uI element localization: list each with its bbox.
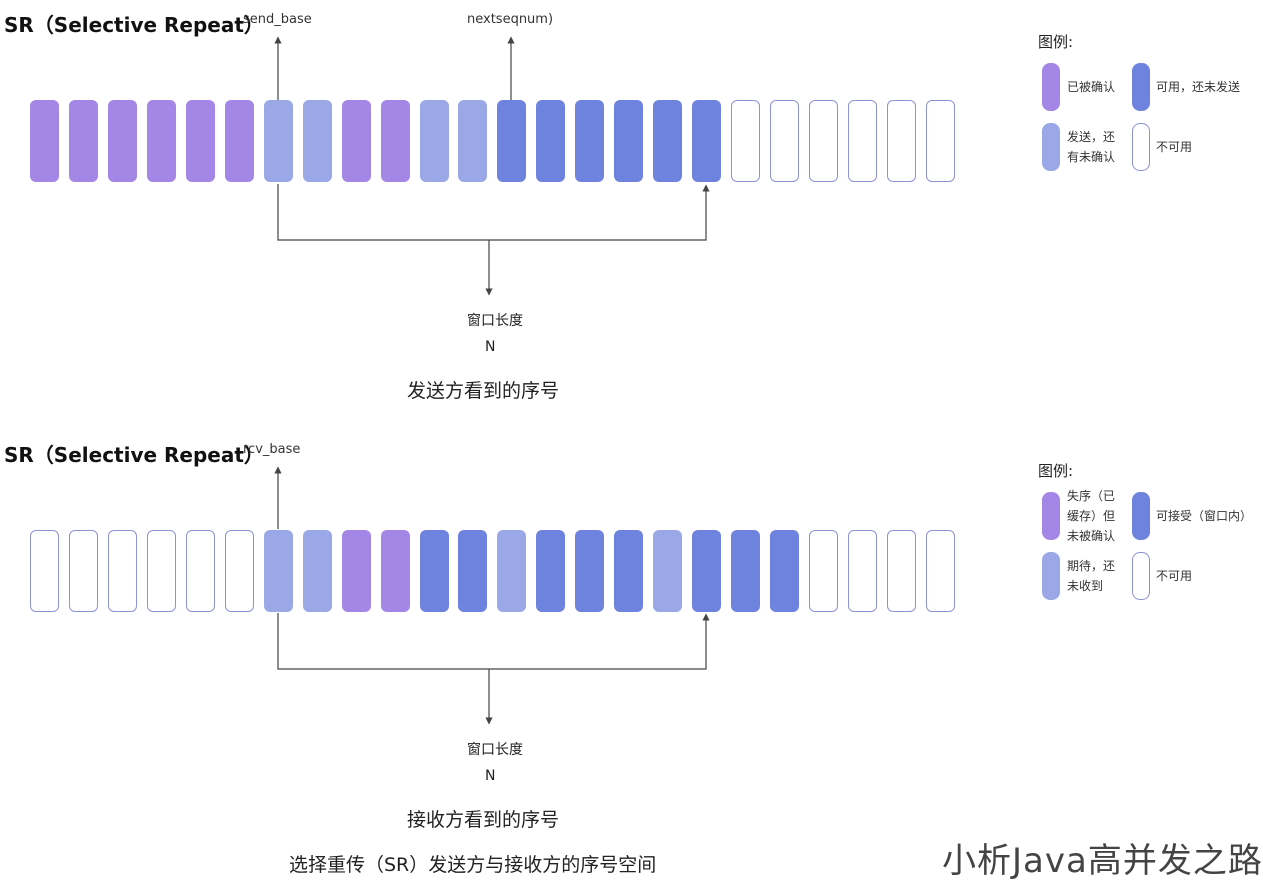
- sender-legend-label: 可用，还未发送: [1156, 80, 1241, 94]
- sender-legend-label: 不可用: [1156, 140, 1193, 154]
- sequence-cell-usable: [653, 100, 683, 182]
- receiver-window-n: N: [485, 768, 496, 784]
- sequence-cell-unusable: [185, 530, 215, 612]
- sequence-cell-usable: [575, 100, 605, 182]
- sequence-cell-usable: [614, 100, 644, 182]
- sequence-cell-sent_unacked: [458, 100, 488, 182]
- sequence-cell-unusable: [925, 530, 955, 612]
- sequence-cell-unusable: [770, 100, 800, 182]
- sequence-cell-sent_unacked: [419, 100, 449, 182]
- sender-window-bracket: [277, 184, 710, 241]
- sequence-cell-unusable: [886, 530, 916, 612]
- sender-legend-label: 已被确认: [1067, 80, 1116, 94]
- sequence-cell-sent_unacked: [302, 100, 332, 182]
- sequence-cell-acked: [107, 100, 137, 182]
- sequence-cell-usable: [536, 530, 566, 612]
- sequence-cell-acked: [30, 100, 59, 182]
- watermark: 小析Java高并发之路: [942, 841, 1263, 881]
- receiver-legend-label: 不可用: [1156, 569, 1193, 583]
- sequence-cell-unusable: [809, 530, 838, 612]
- sequence-cell-acked: [341, 530, 371, 612]
- sender-legend-swatch-acked: [1042, 63, 1060, 111]
- sequence-cell-sent_unacked: [653, 530, 683, 612]
- sequence-cell-usable: [692, 100, 722, 182]
- sequence-cell-unusable: [925, 100, 955, 182]
- sender-title: SR（Selective Repeat）: [4, 13, 264, 37]
- sender-window-label: 窗口长度: [467, 313, 523, 329]
- sequence-cell-sent_unacked: [302, 530, 332, 612]
- receiver-legend-title: 图例:: [1038, 462, 1074, 480]
- sender-window-n: N: [485, 339, 496, 355]
- sequence-cell-acked: [185, 100, 215, 182]
- sequence-cell-usable: [419, 530, 449, 612]
- sender-legend-swatch-unusable: [1132, 123, 1150, 171]
- sequence-cell-acked: [146, 100, 176, 182]
- send-base-label: send_base: [243, 12, 312, 27]
- sequence-cell-usable: [536, 100, 566, 182]
- sequence-cell-usable: [497, 100, 527, 182]
- receiver-title: SR（Selective Repeat）: [4, 443, 264, 467]
- sequence-cell-sent_unacked: [263, 100, 293, 182]
- sequence-cell-sent_unacked: [263, 530, 293, 612]
- receiver-caption: 接收方看到的序号: [407, 809, 560, 831]
- sender-caption: 发送方看到的序号: [407, 380, 560, 402]
- sequence-cell-usable: [575, 530, 605, 612]
- rcv-base-label: rcv_base: [243, 442, 301, 457]
- sequence-cell-unusable: [847, 530, 877, 612]
- figure-caption: 选择重传（SR）发送方与接收方的序号空间: [289, 854, 657, 876]
- sequence-cell-unusable: [809, 100, 838, 182]
- sequence-cell-usable: [692, 530, 722, 612]
- sender-legend-title: 图例:: [1038, 33, 1074, 51]
- receiver-legend-label: 期待，还 未收到: [1067, 559, 1116, 593]
- sequence-cell-usable: [770, 530, 800, 612]
- sequence-cell-acked: [341, 100, 371, 182]
- sequence-cell-unusable: [107, 530, 137, 612]
- sequence-cell-usable: [614, 530, 644, 612]
- sequence-cell-acked: [224, 100, 254, 182]
- sequence-cell-acked: [68, 100, 98, 182]
- receiver-legend-swatch-unusable: [1132, 552, 1150, 600]
- sequence-cell-unusable: [224, 530, 254, 612]
- sender-legend-label: 发送，还 有未确认: [1067, 130, 1116, 164]
- sequence-cell-unusable: [30, 530, 59, 612]
- receiver-legend-swatch-sent_unacked: [1042, 552, 1060, 600]
- receiver-legend-label: 可接受（窗口内）: [1156, 509, 1253, 523]
- sequence-cell-unusable: [886, 100, 916, 182]
- sequence-cell-sent_unacked: [497, 530, 527, 612]
- sequence-cell-unusable: [847, 100, 877, 182]
- sender-legend-swatch-usable: [1132, 63, 1150, 111]
- receiver-window-label: 窗口长度: [467, 742, 523, 758]
- receiver-legend-label: 失序（已 缓存）但 未被确认: [1067, 489, 1116, 543]
- sequence-cell-unusable: [731, 100, 761, 182]
- receiver-legend-swatch-acked: [1042, 492, 1060, 540]
- sequence-cell-acked: [380, 100, 410, 182]
- sequence-cell-unusable: [68, 530, 98, 612]
- sequence-cell-usable: [458, 530, 488, 612]
- nextseqnum-label: nextseqnum): [467, 12, 554, 27]
- receiver-legend-swatch-usable: [1132, 492, 1150, 540]
- sequence-cell-unusable: [146, 530, 176, 612]
- sequence-cell-usable: [731, 530, 761, 612]
- sequence-cell-acked: [380, 530, 410, 612]
- receiver-window-bracket: [277, 613, 710, 670]
- sender-legend-swatch-sent_unacked: [1042, 123, 1060, 171]
